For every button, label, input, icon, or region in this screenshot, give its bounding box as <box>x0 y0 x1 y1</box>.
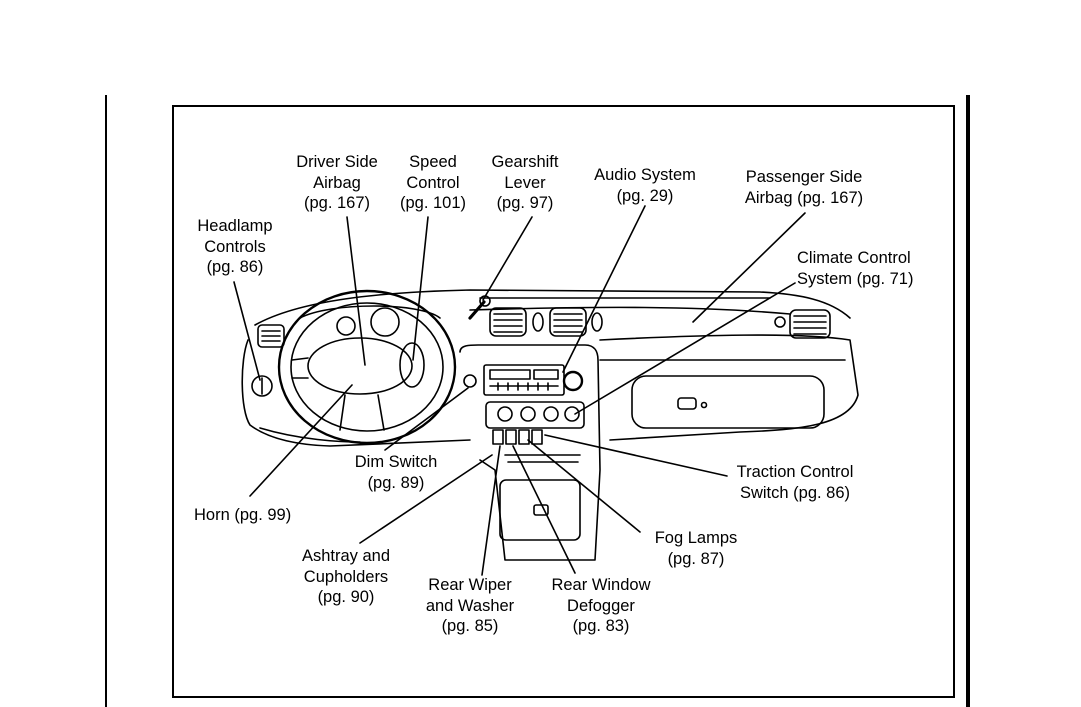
leader-passenger-airbag <box>692 212 806 323</box>
headlamp-knob <box>251 375 273 397</box>
climate-knob-1 <box>497 406 513 422</box>
center-stack <box>459 344 601 561</box>
leader-wiper <box>481 445 501 576</box>
leader-fog <box>527 439 641 533</box>
center-vent-right <box>549 307 587 337</box>
center-vent-left-slats <box>493 313 523 333</box>
leader-driver-airbag <box>346 216 366 366</box>
label-headlamp-controls: Headlamp Controls (pg. 86) <box>197 217 273 276</box>
right-vent-knob <box>774 316 786 328</box>
airbag-hub <box>307 337 413 395</box>
label-traction-control: Traction Control Switch (pg. 86) <box>736 463 854 502</box>
label-climate-control: Climate Control System (pg. 71) <box>797 249 914 288</box>
speedometer <box>370 307 400 337</box>
leader-audio <box>562 205 646 373</box>
dash-left-body <box>241 339 471 447</box>
dim-switch-knob <box>463 374 477 388</box>
page-rule-left <box>105 95 107 707</box>
left-vent <box>257 324 285 348</box>
label-dim-switch: Dim Switch (pg. 89) <box>354 453 438 492</box>
switch-rear-wiper <box>492 429 504 445</box>
leader-ashtray <box>359 454 493 544</box>
label-passenger-side-airbag: Passenger Side Airbag (pg. 167) <box>744 168 864 207</box>
center-vent-knob-2 <box>591 312 603 332</box>
radio-volume-knob <box>562 370 584 392</box>
dash-top-outline <box>254 289 851 326</box>
ashtray-slot <box>504 454 581 463</box>
label-rear-wiper-washer: Rear Wiper and Washer (pg. 85) <box>425 576 515 635</box>
right-vent-slats <box>793 315 827 335</box>
leader-headlamp <box>233 281 261 381</box>
wheel-spoke-left <box>291 357 309 379</box>
radio-display <box>489 369 531 380</box>
leader-speed-control <box>412 216 429 361</box>
leader-defogger <box>512 445 576 574</box>
label-rear-window-defogger: Rear Window Defogger (pg. 83) <box>551 576 651 635</box>
glove-box <box>631 375 825 429</box>
page-rule-right <box>966 95 970 707</box>
left-vent-slats <box>261 330 281 342</box>
speed-control-pad <box>399 342 425 388</box>
right-vent <box>789 309 831 339</box>
leader-gearshift <box>482 216 533 301</box>
instrument-cluster <box>299 305 441 319</box>
center-vent-knob <box>532 312 544 332</box>
glove-box-latch <box>677 397 697 410</box>
climate-panel <box>485 401 585 429</box>
label-ashtray-cupholders: Ashtray and Cupholders (pg. 90) <box>301 547 391 606</box>
leader-horn <box>249 384 353 497</box>
label-driver-side-airbag: Driver Side Airbag (pg. 167) <box>296 153 378 212</box>
label-fog-lamps: Fog Lamps (pg. 87) <box>654 529 738 568</box>
label-audio-system: Audio System (pg. 29) <box>594 166 696 205</box>
tachometer <box>336 316 356 336</box>
leader-traction <box>544 434 728 477</box>
climate-knob-4 <box>564 406 580 422</box>
steering-wheel-inner <box>290 302 444 432</box>
glove-box-lock <box>700 401 708 409</box>
climate-knob-3 <box>543 406 559 422</box>
lower-console-box <box>499 479 581 541</box>
steering-wheel-outer <box>277 289 457 445</box>
figure-frame <box>172 105 955 698</box>
leader-climate <box>574 282 796 415</box>
radio-buttons <box>489 382 559 391</box>
label-gearshift-lever: Gearshift Lever (pg. 97) <box>491 153 559 212</box>
switch-fog-lamps <box>518 429 530 445</box>
wheel-spoke-bottom <box>339 394 385 431</box>
label-horn: Horn (pg. 99) <box>194 506 292 524</box>
label-speed-control: Speed Control (pg. 101) <box>399 153 467 212</box>
climate-knob-2 <box>520 406 536 422</box>
radio-cassette <box>533 369 559 380</box>
switch-traction-control <box>531 429 543 445</box>
center-vent-right-slats <box>553 313 583 333</box>
center-vent-left <box>489 307 527 337</box>
leader-dim-switch <box>384 387 469 451</box>
switch-rear-defogger <box>505 429 517 445</box>
